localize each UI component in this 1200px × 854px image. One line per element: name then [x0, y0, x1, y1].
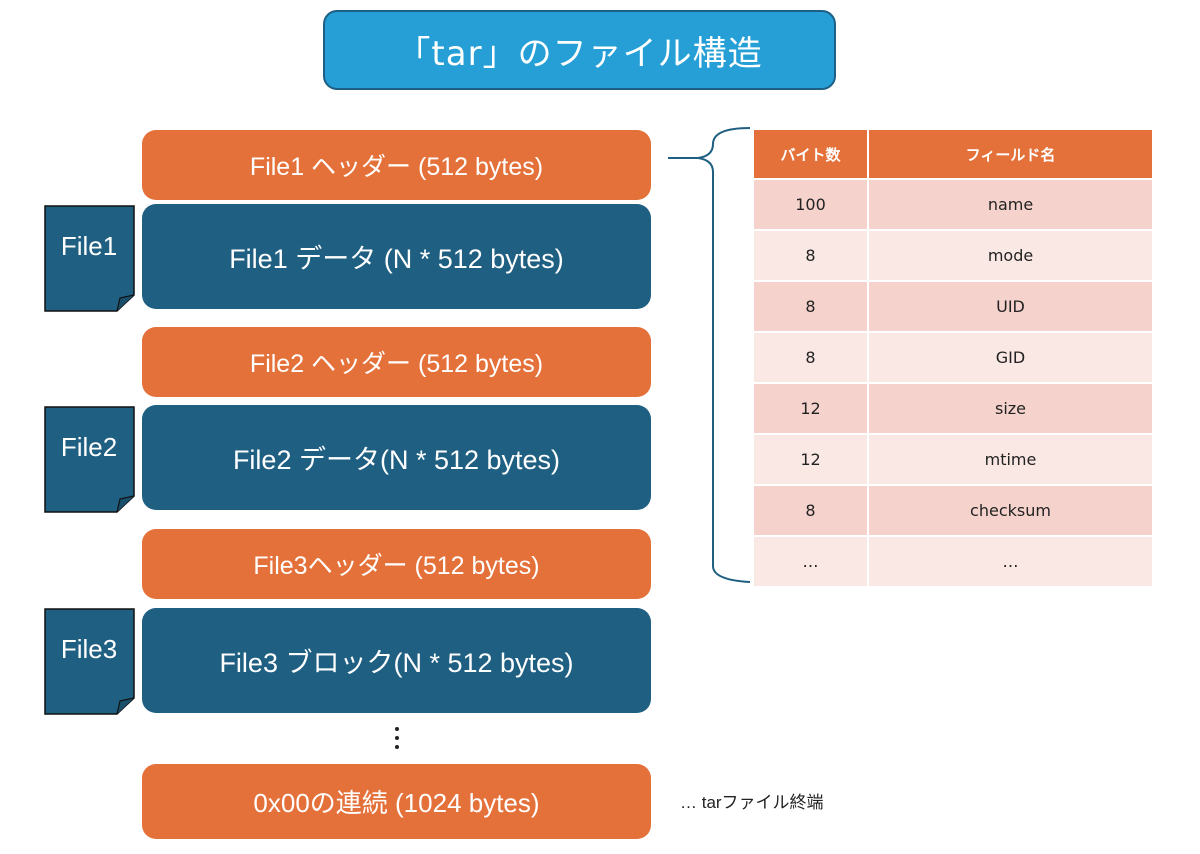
cell-bytes: 8 [752, 484, 869, 537]
column-header-bytes: バイト数 [752, 128, 869, 180]
terminator-block: 0x00の連続 (1024 bytes) [142, 764, 651, 839]
table-row: …… [752, 535, 1154, 588]
cell-bytes: 12 [752, 433, 869, 486]
file1-data-block: File1 データ (N * 512 bytes) [142, 204, 651, 309]
cell-field: checksum [867, 484, 1154, 537]
file3-data-block: File3 ブロック(N * 512 bytes) [142, 608, 651, 713]
file2-header-block: File2 ヘッダー (512 bytes) [142, 327, 651, 397]
cell-field: name [867, 178, 1154, 231]
file3-header-block: File3ヘッダー (512 bytes) [142, 529, 651, 599]
cell-bytes: 8 [752, 331, 869, 384]
cell-bytes: 100 [752, 178, 869, 231]
cell-field: mode [867, 229, 1154, 282]
cell-bytes: … [752, 535, 869, 588]
cell-field: GID [867, 331, 1154, 384]
file1-header-block: File1 ヘッダー (512 bytes) [142, 130, 651, 200]
file1-icon-label: File1 [60, 231, 118, 261]
file2-icon-label: File2 [60, 432, 118, 462]
column-header-field-name: フィールド名 [867, 128, 1154, 180]
file3-icon-label: File3 [60, 634, 118, 664]
file2-document-icon: File2 [44, 406, 136, 513]
cell-bytes: 8 [752, 280, 869, 333]
curly-brace-icon [668, 127, 751, 583]
table-header-row: バイト数 フィールド名 [752, 128, 1154, 180]
cell-field: UID [867, 280, 1154, 333]
file2-data-block: File2 データ(N * 512 bytes) [142, 405, 651, 510]
terminator-note: … tarファイル終端 [680, 793, 824, 812]
cell-field: … [867, 535, 1154, 588]
cell-field: size [867, 382, 1154, 435]
vertical-ellipsis-icon [390, 722, 404, 752]
file1-document-icon: File1 [44, 205, 136, 312]
cell-bytes: 8 [752, 229, 869, 282]
cell-bytes: 12 [752, 382, 869, 435]
diagram-title: 「tar」のファイル構造 [323, 10, 836, 90]
file3-document-icon: File3 [44, 608, 136, 715]
cell-field: mtime [867, 433, 1154, 486]
